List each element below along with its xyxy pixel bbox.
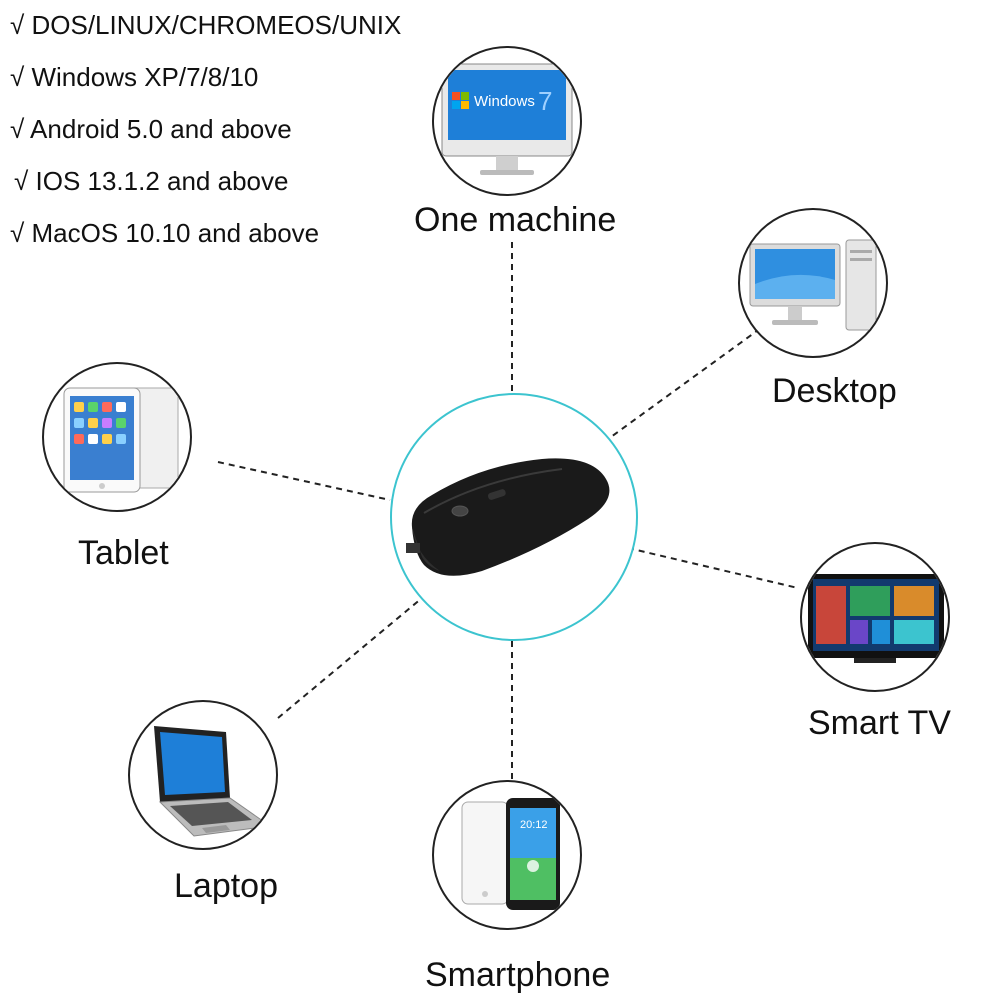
desktop-computer-icon (749, 239, 877, 331)
laptop-device (128, 700, 278, 850)
smart-tv-icon (808, 574, 944, 663)
compat-item-windows: √ Windows XP/7/8/10 (10, 62, 259, 92)
line-tablet (217, 461, 391, 501)
all-in-one-icon: Windows 7 (441, 63, 573, 175)
windows-version-text: 7 (538, 86, 552, 116)
compatibility-list: √ DOS/LINUX/CHROMEOS/UNIX √ Windows XP/7… (10, 12, 401, 272)
phone-time-text: 20:12 (520, 819, 548, 831)
line-laptop (277, 597, 423, 719)
wireless-mouse-icon (406, 458, 610, 576)
compat-item-android: √ Android 5.0 and above (10, 114, 292, 144)
tablet-label: Tablet (78, 534, 169, 572)
one-machine-device: Windows 7 (432, 46, 582, 196)
desktop-device (738, 208, 888, 358)
compat-item-macos: √ MacOS 10.10 and above (10, 218, 320, 248)
laptop-label: Laptop (174, 867, 278, 905)
tablet-device (42, 362, 192, 512)
line-smart-tv (627, 547, 799, 589)
one-machine-label: One machine (414, 201, 617, 239)
windows-screen-text: Windows (474, 93, 535, 110)
smart-tv-label: Smart TV (808, 704, 951, 742)
compat-item-ios: √ IOS 13.1.2 and above (14, 166, 289, 196)
smartphone-device: 20:12 (432, 780, 582, 930)
laptop-icon (154, 726, 272, 837)
smartphone-icon: 20:12 (461, 798, 560, 910)
smart-tv-device (800, 542, 950, 692)
compat-item-dos: √ DOS/LINUX/CHROMEOS/UNIX (10, 10, 402, 40)
tablet-icon (63, 387, 179, 493)
line-desktop (603, 319, 773, 443)
mouse-hub (390, 393, 638, 641)
desktop-label: Desktop (772, 372, 897, 410)
smartphone-label: Smartphone (425, 956, 611, 994)
